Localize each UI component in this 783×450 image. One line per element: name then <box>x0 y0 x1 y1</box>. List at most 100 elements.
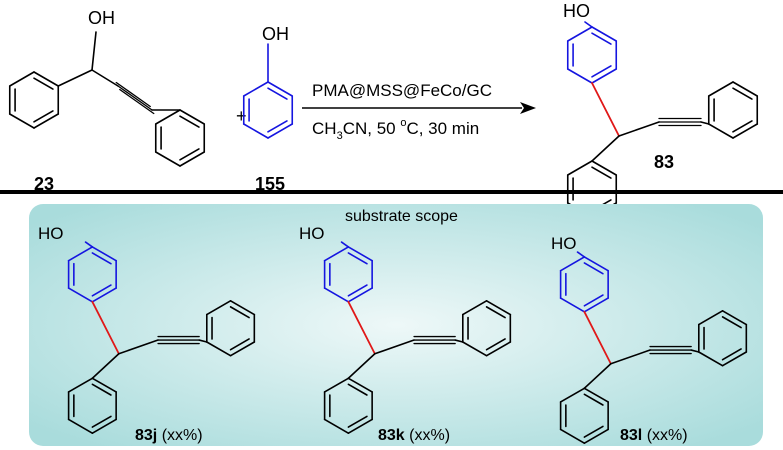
phenyl-ring-bond <box>732 123 759 139</box>
alkyne-triple-bond <box>119 88 155 115</box>
phenyl-ring-bond <box>697 310 724 326</box>
phenol-ring-double-bond <box>267 87 288 100</box>
phenyl-ring-double-bond <box>721 348 742 361</box>
hydroxyl-bond <box>584 21 593 28</box>
phenyl-ring-bond <box>229 300 256 316</box>
reactant-23-oh-label: OH <box>88 8 115 28</box>
new-c-c-bond <box>583 310 612 365</box>
phenol-ring-bond <box>583 256 609 272</box>
phenyl-ring-bond <box>179 109 206 125</box>
phenol-ring-bond <box>323 246 350 262</box>
phenol-ring-bond <box>267 123 294 139</box>
substrate-83j-ho-label: HO <box>38 224 64 243</box>
alkyne-triple-bond <box>117 85 153 111</box>
phenol-ring-double-bond <box>591 65 612 78</box>
alkyne-phenyl-bond <box>700 121 710 125</box>
phenol-ring-bond <box>91 287 117 303</box>
phenol-ring-bond <box>67 246 94 262</box>
phenyl-ring-double-bond <box>732 120 753 133</box>
substrate-83k-label: 83k (xx%) <box>378 427 450 444</box>
phenyl-ring-double-bond <box>485 338 506 351</box>
product-83-label: 83 <box>654 152 674 172</box>
phenyl-ring-bond <box>323 377 350 393</box>
phenyl-ring-bond <box>323 418 350 434</box>
phenyl-ring-bond <box>591 160 618 176</box>
phenol-ring-bond <box>559 256 586 272</box>
substrate-scope-title: substrate scope <box>345 208 458 225</box>
phenyl-ring-bond <box>91 377 117 393</box>
phenyl-ring-bond <box>732 81 759 97</box>
reactant-155-label: 155 <box>255 174 285 194</box>
ch-phenyl-bond <box>583 362 612 390</box>
phenyl-ring-bond <box>485 341 512 357</box>
phenyl-ring-bond <box>721 351 748 367</box>
phenyl-ring-bond <box>33 113 60 129</box>
substrate-83l-label: 83l (xx%) <box>620 427 688 444</box>
phenyl-ring-double-bond <box>91 415 112 428</box>
phenyl-ring-double-bond <box>347 415 368 428</box>
phenyl-ring-bond <box>707 123 734 139</box>
phenol-ring-bond <box>559 297 586 313</box>
phenol-ring-bond <box>591 26 618 42</box>
substrate-83k-ho-label: HO <box>299 224 325 243</box>
phenol-ring-bond <box>347 246 373 262</box>
conditions-solvent-temp-time: CH3CN, 50 oC, 30 min <box>312 117 479 142</box>
ch-alkyne-bond <box>374 339 415 355</box>
ch-phenyl-bond <box>91 352 120 380</box>
phenyl-ring-double-bond <box>229 338 250 351</box>
phenyl-ring-double-bond <box>33 77 54 90</box>
phenyl-ring-double-bond <box>91 383 112 396</box>
phenyl-ring-bond <box>707 81 734 97</box>
phenyl-ring-bond <box>559 387 586 403</box>
hydroxyl-bond <box>576 251 586 258</box>
alkyne-phenyl-bond <box>454 339 464 343</box>
phenyl-ring-bond <box>154 109 181 125</box>
reactant-23-label: 23 <box>34 174 54 194</box>
phenyl-ring-double-bond <box>179 115 200 128</box>
product-83-ho-label: HO <box>563 1 590 21</box>
phenyl-ring-bond <box>33 71 60 87</box>
alkyne-triple-bond <box>115 81 151 108</box>
phenyl-ring-bond <box>583 428 609 444</box>
phenyl-ring-bond <box>697 351 724 367</box>
ch-phenyl-bond <box>347 352 376 380</box>
new-c-c-bond <box>91 300 120 355</box>
reactant-155-oh-label: OH <box>262 24 289 44</box>
phenol-ring-double-bond <box>591 32 612 45</box>
phenyl-ring-double-bond <box>347 383 368 396</box>
substrate-83l-structure <box>559 251 748 444</box>
phenol-ring-double-bond <box>91 284 112 297</box>
phenyl-ring-bond <box>67 377 94 393</box>
phenyl-ring-bond <box>229 341 256 357</box>
hydroxyl-bond <box>340 241 350 248</box>
phenyl-ring-double-bond <box>485 306 506 319</box>
phenyl-ring-bond <box>485 300 512 316</box>
phenol-ring-bond <box>583 297 609 313</box>
phenol-ring-bond <box>267 81 294 97</box>
phenol-ring-double-bond <box>583 294 604 307</box>
plus-sign: + <box>236 106 247 126</box>
carbinol-bond <box>57 69 93 87</box>
substrate-scope-panel <box>29 204 763 446</box>
phenyl-ring-double-bond <box>229 306 250 319</box>
alkyne-phenyl-bond <box>198 339 208 343</box>
alkyne-phenyl-bond <box>690 349 700 353</box>
substrate-83k-structure <box>323 241 512 434</box>
phenol-ring-double-bond <box>583 262 604 275</box>
phenyl-ring-bond <box>347 377 373 393</box>
phenol-ring-bond <box>242 81 269 97</box>
hydroxyl-bond <box>91 31 97 71</box>
phenol-ring-bond <box>347 287 373 303</box>
reactant-155-phenol-structure <box>242 43 294 139</box>
phenol-ring-double-bond <box>347 284 368 297</box>
substrate-83j-structure <box>67 241 256 434</box>
phenyl-ring-double-bond <box>721 316 742 329</box>
phenol-ring-double-bond <box>347 252 368 265</box>
phenol-ring-bond <box>242 123 269 139</box>
ch-alkyne-bond <box>610 349 651 365</box>
phenol-ring-bond <box>566 26 593 42</box>
phenyl-ring-bond <box>721 310 748 326</box>
hydroxyl-bond <box>84 241 94 248</box>
phenyl-ring-bond <box>461 300 488 316</box>
phenyl-ring-double-bond <box>732 87 753 100</box>
